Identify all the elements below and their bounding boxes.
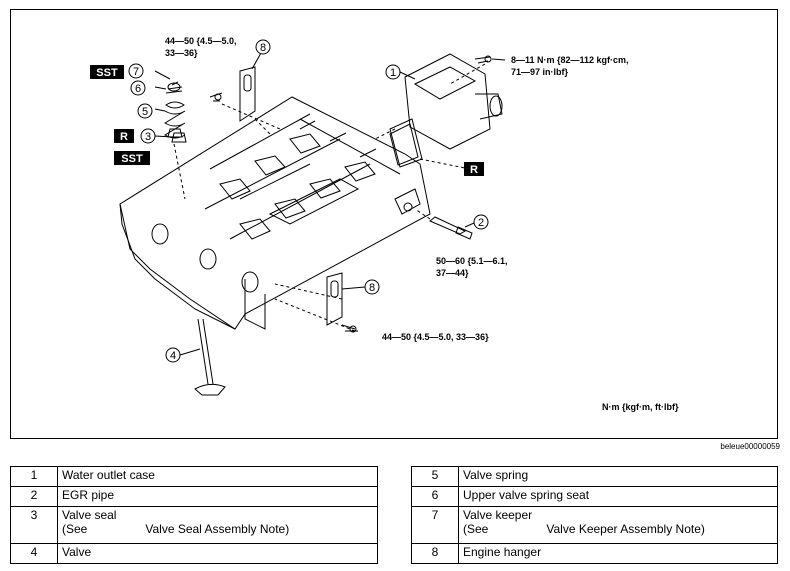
part-cell: Valve keeper (See Valve Keeper Assembly N…	[458, 506, 778, 544]
callout-5: 5	[137, 103, 153, 119]
svg-text:37—44}: 37—44}	[436, 268, 469, 278]
torque-label-mid-right: 50—60 {5.1—6.1, 37—44}	[436, 256, 508, 278]
table-row: 3 Valve seal (See Valve Seal Assembly Not…	[10, 506, 378, 544]
badge-r-right: R	[464, 162, 484, 176]
unit-note: N·m {kgf·m, ft·lbf}	[602, 402, 679, 412]
cylinder-head	[119, 96, 431, 330]
note-prefix: (See	[62, 522, 88, 536]
part-number: 3	[10, 506, 58, 544]
svg-text:44—50 {4.5—5.0,: 44—50 {4.5—5.0,	[165, 36, 237, 46]
note-prefix: (See	[463, 522, 489, 536]
parts-table-right: 5 Valve spring 6 Upper valve spring seat…	[411, 466, 778, 564]
egr-pipe	[429, 216, 473, 240]
callout-3: 3	[140, 128, 156, 144]
valve-spring-stack	[164, 81, 186, 139]
bolt-top-right	[474, 55, 492, 64]
valve-seal-part	[171, 132, 187, 143]
leader-lines	[154, 52, 506, 356]
svg-text:R: R	[120, 131, 128, 143]
svg-text:8—11 N·m {82—112 kgf·cm,: 8—11 N·m {82—112 kgf·cm,	[511, 55, 629, 65]
svg-text:33—36}: 33—36}	[165, 48, 198, 58]
part-number: 7	[411, 506, 459, 544]
part-number: 8	[411, 543, 459, 564]
gasket	[389, 123, 419, 166]
table-row: 6 Upper valve spring seat	[411, 486, 778, 507]
part-name: Valve keeper	[463, 508, 533, 522]
part-name: Water outlet case	[57, 466, 378, 487]
svg-text:8: 8	[260, 42, 266, 54]
callout-2: 2	[473, 214, 489, 230]
part-name: Engine hanger	[458, 543, 778, 564]
svg-text:5: 5	[142, 106, 148, 118]
part-note: (See Valve Keeper Assembly Note)	[463, 522, 773, 536]
part-number: 4	[10, 543, 58, 564]
part-number: 2	[10, 486, 58, 507]
badge-sst-top: SST	[90, 65, 124, 79]
part-number: 5	[411, 466, 459, 487]
svg-text:8: 8	[369, 282, 375, 294]
callout-4: 4	[165, 347, 181, 363]
table-row: 8 Engine hanger	[411, 543, 778, 564]
badge-r-left: R	[114, 129, 134, 143]
table-row: 7 Valve keeper (See Valve Keeper Assembly…	[411, 506, 778, 544]
table-row: 5 Valve spring	[411, 466, 778, 487]
part-name: Valve seal	[62, 508, 117, 522]
part-cell: Valve seal (See Valve Seal Assembly Note)	[57, 506, 378, 544]
svg-text:6: 6	[135, 83, 141, 95]
svg-text:2: 2	[478, 217, 484, 229]
note-link-text[interactable]: Valve Keeper Assembly Note)	[546, 522, 705, 536]
callout-1: 1	[385, 64, 401, 80]
part-name: Upper valve spring seat	[458, 486, 778, 507]
svg-text:71—97 in·lbf}: 71—97 in·lbf}	[511, 67, 569, 77]
table-row: 1 Water outlet case	[10, 466, 378, 487]
svg-text:3: 3	[145, 131, 151, 143]
part-number: 6	[411, 486, 459, 507]
callout-8-bottom: 8	[364, 279, 380, 295]
callout-6: 6	[130, 80, 146, 96]
water-outlet-case	[389, 53, 503, 168]
callout-7: 7	[128, 63, 144, 79]
part-name: Valve spring	[458, 466, 778, 487]
svg-text:44—50 {4.5—5.0, 33—36}: 44—50 {4.5—5.0, 33—36}	[382, 332, 489, 342]
table-row: 4 Valve	[10, 543, 378, 564]
part-number: 1	[10, 466, 58, 487]
svg-text:1: 1	[390, 67, 396, 79]
torque-label-top-left: 44—50 {4.5—5.0, 33—36}	[165, 36, 237, 58]
torque-label-bottom: 44—50 {4.5—5.0, 33—36}	[382, 332, 489, 342]
parts-table-left: 1 Water outlet case 2 EGR pipe 3 Valve s…	[10, 466, 378, 564]
valve-part	[194, 318, 226, 396]
svg-text:4: 4	[170, 350, 176, 362]
engine-hanger-top	[209, 66, 256, 122]
svg-text:7: 7	[133, 66, 139, 78]
engine-hanger-bottom	[326, 272, 358, 333]
badge-sst-bottom: SST	[114, 151, 150, 165]
part-note: (See Valve Seal Assembly Note)	[62, 522, 373, 536]
svg-text:50—60 {5.1—6.1,: 50—60 {5.1—6.1,	[436, 256, 508, 266]
callout-8-top: 8	[255, 39, 271, 55]
image-id: beleue00000059	[720, 442, 780, 451]
part-name: Valve	[57, 543, 378, 564]
exploded-view-diagram: 1 2 3 4 5 6 7 8	[90, 36, 679, 412]
svg-text:R: R	[470, 164, 478, 176]
note-link-text[interactable]: Valve Seal Assembly Note)	[145, 522, 290, 536]
diagram-frame	[10, 9, 778, 439]
torque-label-top-right: 8—11 N·m {82—112 kgf·cm, 71—97 in·lbf}	[511, 55, 629, 77]
svg-text:SST: SST	[121, 153, 143, 165]
svg-text:SST: SST	[96, 67, 118, 79]
part-name: EGR pipe	[57, 486, 378, 507]
table-row: 2 EGR pipe	[10, 486, 378, 507]
